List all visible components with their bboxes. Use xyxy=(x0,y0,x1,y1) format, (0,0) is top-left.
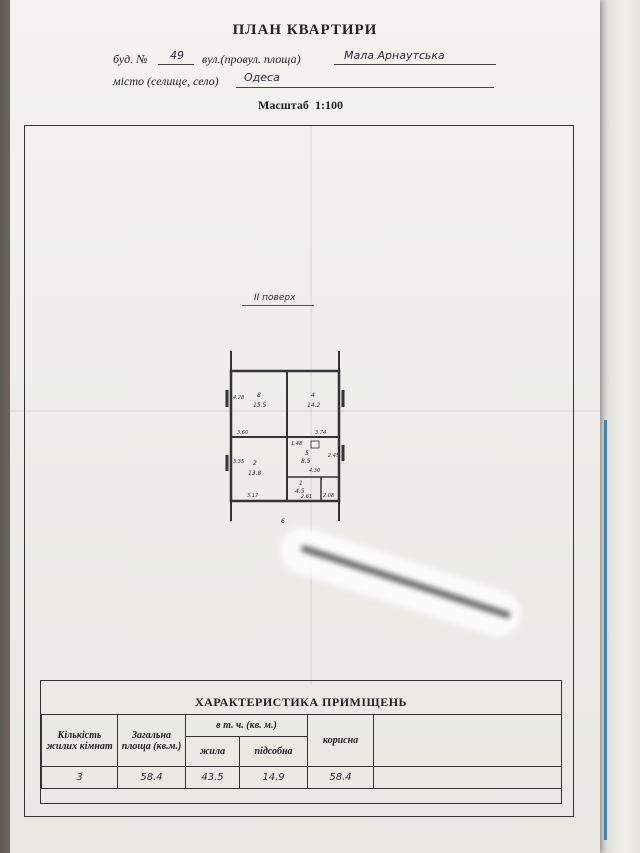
city-label: місто (селище, село) xyxy=(113,74,219,88)
building-number-line xyxy=(158,64,194,65)
building-label: буд. № xyxy=(113,52,148,66)
room-number: 5 xyxy=(305,450,309,457)
floor-label-underline xyxy=(242,305,314,306)
room-area: 8.5 xyxy=(301,458,311,465)
folder-edge xyxy=(604,420,607,840)
scale-label: Масштаб xyxy=(258,98,309,112)
document-title: ПЛАН КВАРТИРИ xyxy=(232,22,378,38)
street-value: Мала Арнаутська xyxy=(344,49,445,62)
room-number: 8 xyxy=(257,392,261,399)
paper-crease xyxy=(10,410,600,412)
room-number: 1 xyxy=(299,480,303,487)
dimension: 3.17 xyxy=(247,493,259,499)
dimension: 4.30 xyxy=(309,468,320,474)
characteristics-title: ХАРАКТЕРИСТИКА ПРИМІЩЕНЬ xyxy=(195,695,407,709)
room-area: 15.5 xyxy=(253,402,267,409)
city-value: Одеса xyxy=(244,71,280,84)
value-living-area: 43.5 xyxy=(185,766,240,789)
apartment-plan-sheet: ПЛАН КВАРТИРИ буд. № 49 вул.(провул. пло… xyxy=(10,0,600,853)
dimension: 4.28 xyxy=(233,395,244,401)
table-empty-cell xyxy=(373,714,563,767)
dimension: 3.60 xyxy=(237,430,248,436)
room-area: 4.5 xyxy=(295,488,305,495)
room-area: 14.2 xyxy=(307,402,321,409)
header-including: в т. ч. (кв. м.) xyxy=(184,714,309,737)
header-auxiliary-area: підсобна xyxy=(238,736,309,767)
header-living-rooms-count: Кількість жилих кімнат xyxy=(41,714,118,767)
dimension: 2.45 xyxy=(328,453,339,459)
value-useful-area: 58.4 xyxy=(307,766,375,789)
next-page-edge xyxy=(596,0,640,853)
drawing-frame xyxy=(24,125,574,817)
table-empty-cell xyxy=(373,766,563,789)
room-area: 13.8 xyxy=(248,470,262,477)
dimension: 2.61 xyxy=(301,494,312,500)
header-total-area: Загальна площа (кв.м.) xyxy=(117,714,186,767)
paper-crease xyxy=(310,125,312,685)
dimension: 2.08 xyxy=(323,493,334,499)
header-living-area: жила xyxy=(185,736,240,767)
stove-symbol xyxy=(310,440,320,449)
scale-value: 1:100 xyxy=(315,98,343,112)
header-useful-area: корисна xyxy=(307,714,375,767)
characteristics-table-box: ХАРАКТЕРИСТИКА ПРИМІЩЕНЬ Кількість жилих… xyxy=(40,680,563,804)
room-number: 4 xyxy=(311,392,315,399)
street-line xyxy=(334,64,496,65)
dimension: 3.74 xyxy=(315,430,326,436)
floor-plan-drawing: 8 15.5 4 14.2 2 13.8 5 8.5 1 4.5 4.28 3.… xyxy=(225,351,345,525)
value-auxiliary-area: 14.9 xyxy=(238,766,309,789)
dimension: 3.35 xyxy=(233,459,244,465)
floor-label: II поверх xyxy=(254,293,296,303)
room-number: 2 xyxy=(253,460,257,467)
characteristics-table: Кількість жилих кімнат Загальна площа (к… xyxy=(41,714,563,789)
entry-mark: 6 xyxy=(281,518,285,525)
value-living-rooms-count: 3 xyxy=(41,766,118,789)
value-total-area: 58.4 xyxy=(117,766,186,789)
building-number: 49 xyxy=(170,49,184,62)
street-label: вул.(провул. площа) xyxy=(202,52,301,66)
dimension: 1.48 xyxy=(291,441,302,447)
city-line xyxy=(236,87,494,88)
